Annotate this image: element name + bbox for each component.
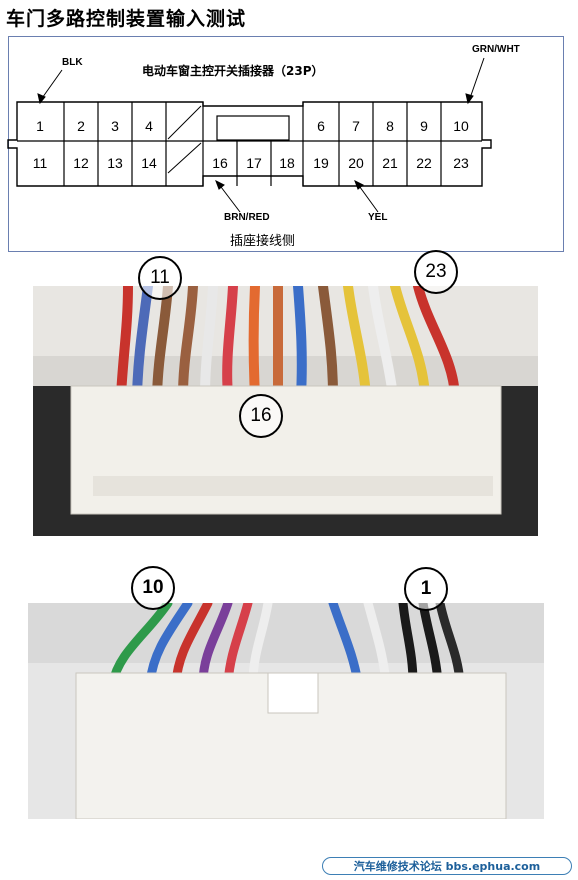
arrow-brn-red xyxy=(217,182,241,213)
footer-watermark: 汽车维修技术论坛 bbs.ephua.com xyxy=(322,857,572,875)
arrow-yel xyxy=(356,182,379,213)
label-blk: BLK xyxy=(62,57,83,68)
pin-label-6: 6 xyxy=(317,118,325,134)
photo-bottom-drawing xyxy=(28,603,544,819)
caption: 插座接线侧 xyxy=(230,234,296,249)
pin-label-10: 10 xyxy=(453,118,469,134)
photo-connector-top xyxy=(33,286,538,536)
pin-label-12: 12 xyxy=(73,155,89,171)
label-grn-wht: GRN/WHT xyxy=(472,44,520,55)
pin-label-20: 20 xyxy=(348,155,364,171)
empty-pin-bottom xyxy=(167,142,202,174)
pin-label-13: 13 xyxy=(107,155,123,171)
pin-label-3: 3 xyxy=(111,118,119,134)
arrow-grn-wht xyxy=(468,57,485,102)
pin-label-8: 8 xyxy=(386,118,394,134)
pin-label-23: 23 xyxy=(453,155,469,171)
pin-label-1: 1 xyxy=(36,118,44,134)
label-brn-red: BRN/RED xyxy=(224,212,270,223)
pin-label-7: 7 xyxy=(352,118,360,134)
pin-label-4: 4 xyxy=(145,118,153,134)
pin-label-21: 21 xyxy=(382,155,398,171)
empty-pin-top xyxy=(167,105,202,140)
pin-label-17: 17 xyxy=(246,155,262,171)
photo-top-drawing xyxy=(33,286,538,515)
callout-pin-11: 11 xyxy=(138,256,182,300)
pin-label-22: 22 xyxy=(416,155,432,171)
connector-title: 电动车窗主控开关插接器（23P） xyxy=(142,64,324,78)
pin-label-9: 9 xyxy=(420,118,428,134)
callout-pin-16: 16 xyxy=(239,394,283,438)
photo-connector-bottom xyxy=(28,603,544,819)
page-title: 车门多路控制装置输入测试 xyxy=(6,8,247,30)
arrow-blk xyxy=(39,69,63,102)
cell-dividers xyxy=(63,102,442,186)
callout-pin-1: 1 xyxy=(404,567,448,611)
pin-label-14: 14 xyxy=(141,155,157,171)
callout-pin-23: 23 xyxy=(414,250,458,294)
pin-label-18: 18 xyxy=(279,155,295,171)
pin-label-19: 19 xyxy=(313,155,329,171)
connector-outline xyxy=(7,101,492,187)
key-notch xyxy=(216,115,290,141)
callout-pin-10: 10 xyxy=(131,566,175,610)
pin-label-11: 11 xyxy=(33,155,48,171)
label-yel: YEL xyxy=(368,212,388,223)
pin-label-2: 2 xyxy=(77,118,85,134)
pin-label-16: 16 xyxy=(212,155,228,171)
